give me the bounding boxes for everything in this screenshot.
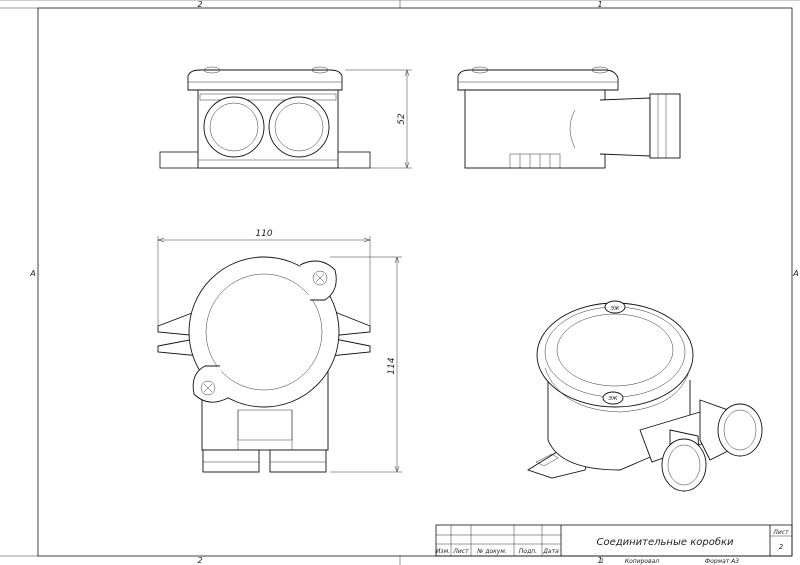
dimension-width-top-label: 110 — [255, 229, 272, 239]
dimension-height-front-label: 52 — [397, 113, 407, 125]
front-view — [159, 66, 371, 169]
title-block-format-label: Формат А3 — [705, 558, 739, 565]
side-view — [457, 66, 681, 169]
zone-bottom-right: 1 — [597, 556, 602, 565]
title-block — [435, 524, 793, 557]
zone-bottom-left: 2 — [197, 556, 202, 565]
zone-side-left: A — [29, 269, 35, 278]
title-block-sheet-label: Лист — [772, 529, 789, 536]
dimension-height-top — [330, 256, 402, 473]
zone-top-right: 1 — [597, 0, 602, 9]
top-view — [157, 256, 371, 473]
zone-top-left: 2 — [197, 0, 202, 9]
title-block-copied-num: 1 — [600, 558, 604, 565]
title-block-copied-label: Копировал — [625, 558, 659, 565]
title-block-col-doc: № докум. — [476, 548, 507, 555]
title-block-col-sign: Подп. — [519, 548, 537, 555]
zone-side-right: A — [792, 269, 798, 278]
lid-mark-bottom: ЭЖ — [608, 396, 618, 402]
title-block-col-list: Лист — [452, 548, 469, 555]
lid-mark-top: ЭЖ — [610, 306, 620, 312]
dimension-height-front — [345, 69, 412, 169]
title-block-title: Соединительные коробки — [596, 536, 734, 548]
dimension-height-top-label: 114 — [387, 357, 397, 374]
dimension-width-top — [157, 236, 371, 326]
title-block-col-izm: Изм. — [436, 548, 450, 555]
title-block-sheet-number: 2 — [779, 543, 784, 551]
isometric-view — [526, 300, 763, 492]
title-block-col-date: Дата — [542, 548, 559, 555]
